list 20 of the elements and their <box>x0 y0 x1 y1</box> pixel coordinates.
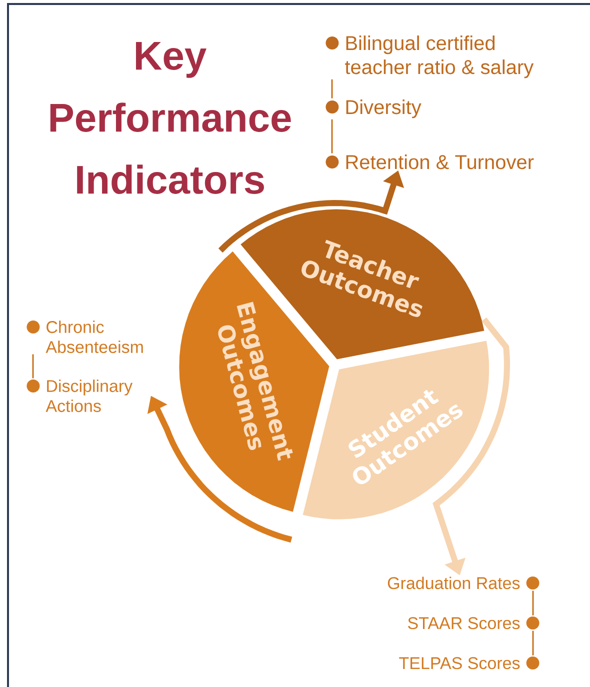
bullet-item: TELPAS Scores <box>399 656 540 670</box>
bullet-item: Disciplinary Actions <box>26 379 133 412</box>
connector-line <box>532 590 534 616</box>
bullet-item: Diversity <box>326 100 422 118</box>
node-label: Chronic Absenteeism <box>46 320 143 354</box>
connector-line <box>32 354 34 378</box>
connector-line <box>331 119 333 154</box>
bullet-item: Retention & Turnover <box>326 154 534 170</box>
node-label: Disciplinary Actions <box>46 380 133 412</box>
title: Key Performance Indicators <box>50 42 291 194</box>
bullet-item: STAAR Scores <box>408 616 540 630</box>
node-label: Graduation Rates <box>388 576 520 590</box>
connector-line <box>532 630 534 656</box>
connector-line <box>331 79 333 98</box>
node-label: STAAR Scores <box>408 617 520 630</box>
node-label: TELPAS Scores <box>399 657 520 670</box>
bullet-item: Graduation Rates <box>388 576 540 590</box>
bullet-item: Bilingual certified teacher ratio & salary <box>326 36 534 78</box>
bullet-item: Chronic Absenteeism <box>26 320 143 354</box>
node-label: Diversity <box>346 100 422 118</box>
